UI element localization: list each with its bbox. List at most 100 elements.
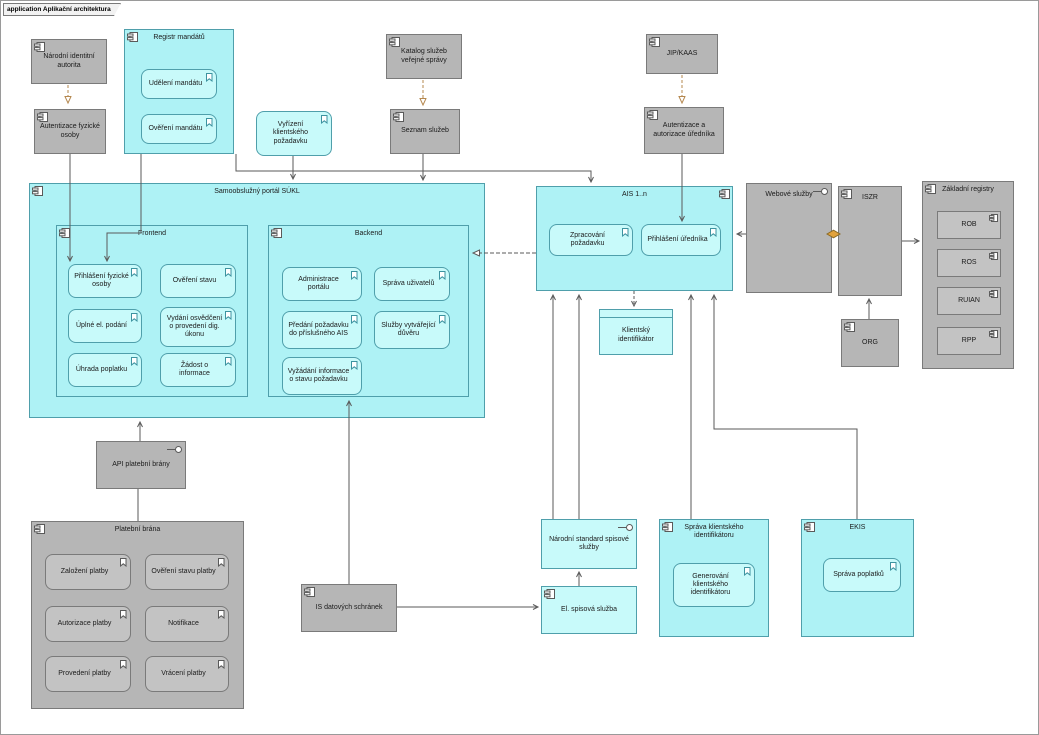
component-icon: [989, 290, 998, 301]
service-udeleni-mandatu[interactable]: Udělení mandátu: [141, 69, 217, 99]
component-iszr[interactable]: ISZR: [838, 186, 902, 296]
service-sprava-poplatku[interactable]: Správa poplatků: [823, 558, 901, 592]
service-uplne-el-podani[interactable]: Úplné el. podání: [68, 309, 142, 343]
node-label: Klientský identifikátor: [618, 327, 654, 343]
node-label: Backend: [354, 230, 383, 237]
node-label: IS datových schránek: [315, 603, 383, 611]
bookmark-icon: [120, 610, 127, 622]
service-administrace-portalu[interactable]: Administrace portálu: [282, 267, 362, 301]
node-label: Ověření stavu: [172, 276, 217, 284]
node-label: AIS 1..n: [622, 191, 647, 198]
component-icon: [989, 252, 998, 263]
node-label: Správa klientského identifikátoru: [684, 524, 744, 540]
bookmark-icon: [321, 115, 328, 127]
component-autentizace-fyzicke-osoby[interactable]: Autentizace fyzické osoby: [34, 109, 106, 154]
component-seznam-sluzeb[interactable]: Seznam služeb: [390, 109, 460, 154]
bookmark-icon: [218, 660, 225, 672]
component-icon: [32, 186, 43, 199]
bookmark-icon: [225, 311, 232, 323]
bookmark-icon: [131, 357, 138, 369]
service-sprava-uzivatelu[interactable]: Správa uživatelů: [374, 267, 450, 301]
service-autorizace-platby[interactable]: Autorizace platby: [45, 606, 131, 642]
component-icon: [649, 37, 660, 50]
node-label: Správa poplatků: [833, 570, 884, 578]
component-narodni-identitni-autorita[interactable]: Národní identitní autorita: [31, 39, 107, 84]
interface-icon: [167, 445, 183, 457]
bookmark-icon: [439, 315, 446, 327]
component-is-datovych-schranek[interactable]: IS datových schránek: [301, 584, 397, 632]
component-ros[interactable]: ROS: [937, 249, 1001, 277]
service-zadost-o-informace[interactable]: Žádost o informace: [160, 353, 236, 387]
node-label: Notifikace: [168, 619, 199, 627]
component-icon: [662, 522, 673, 535]
component-ruian[interactable]: RUIAN: [937, 287, 1001, 315]
service-overeni-stavu[interactable]: Ověření stavu: [160, 264, 236, 298]
diagram-title-tab: application Aplikační architektura: [3, 3, 121, 16]
component-icon: [34, 42, 45, 55]
bookmark-icon: [206, 73, 213, 85]
node-label: Žádost o informace: [179, 361, 210, 377]
bookmark-icon: [351, 271, 358, 283]
bookmark-icon: [225, 268, 232, 280]
component-icon: [34, 524, 45, 537]
service-overeni-stavu-platby[interactable]: Ověření stavu platby: [145, 554, 229, 590]
service-vyzadani-informace[interactable]: Vyžádání informace o stavu požadavku: [282, 357, 362, 395]
component-katalog-sluzeb[interactable]: Katalog služeb veřejné správy: [386, 34, 462, 79]
bookmark-icon: [120, 660, 127, 672]
service-zpracovani-pozadavku[interactable]: Zpracování požadavku: [549, 224, 633, 256]
component-icon: [271, 228, 282, 241]
service-prihlaseni-fyzicke-osoby[interactable]: Přihlášení fyzické osoby: [68, 264, 142, 298]
component-autentizace-a-autorizace-urednika[interactable]: Autentizace a autorizace úředníka: [644, 107, 724, 154]
service-notifikace[interactable]: Notifikace: [145, 606, 229, 642]
node-label: Vydání osvědčení o provedení dig. úkonu: [166, 314, 223, 339]
dataobject-klientsky-identifikator[interactable]: Klientský identifikátor: [599, 309, 673, 355]
service-vraceni-platby[interactable]: Vrácení platby: [145, 656, 229, 692]
bookmark-icon: [218, 610, 225, 622]
bookmark-icon: [710, 228, 717, 240]
interface-api-platebni-brany[interactable]: API platební brány: [96, 441, 186, 489]
service-zalozeni-platby[interactable]: Založení platby: [45, 554, 131, 590]
component-icon: [544, 589, 555, 602]
component-jip-kaas[interactable]: JIP/KAAS: [646, 34, 718, 74]
node-label: ISZR: [862, 194, 878, 201]
node-label: Přihlášení úředníka: [647, 235, 708, 243]
component-rob[interactable]: ROB: [937, 211, 1001, 239]
service-sluzby-vytvarejici-duveru[interactable]: Služby vytvářející důvěru: [374, 311, 450, 349]
node-label: Služby vytvářející důvěru: [381, 321, 436, 337]
bookmark-icon: [890, 562, 897, 574]
node-label: Vyžádání informace o stavu požadavku: [287, 367, 350, 383]
service-prihlaseni-urednika[interactable]: Přihlášení úředníka: [641, 224, 721, 256]
service-provedeni-platby[interactable]: Provedení platby: [45, 656, 131, 692]
component-org[interactable]: ORG: [841, 319, 899, 367]
node-label: Vrácení platby: [161, 669, 206, 677]
node-label: Ověření mandátu: [148, 124, 203, 132]
component-icon: [925, 184, 936, 197]
interface-narodni-standard-spisove-sluzby[interactable]: Národní standard spisové služby: [541, 519, 637, 569]
bookmark-icon: [120, 558, 127, 570]
service-overeni-mandatu[interactable]: Ověření mandátu: [141, 114, 217, 144]
component-el-spisova-sluzba[interactable]: El. spisová služba: [541, 586, 637, 634]
node-label: Předání požadavku do příslušného AIS: [288, 321, 349, 337]
component-icon: [844, 322, 855, 335]
node-label: El. spisová služba: [560, 605, 618, 613]
node-label: Založení platby: [60, 567, 109, 575]
bookmark-icon: [744, 567, 751, 579]
service-generovani-klientskeho-identifikatoru[interactable]: Generování klientského identifikátoru: [673, 563, 755, 607]
node-label: Přihlášení fyzické osoby: [74, 272, 129, 288]
node-label: Národní identitní autorita: [43, 53, 95, 69]
component-icon: [841, 189, 852, 202]
bookmark-icon: [225, 357, 232, 369]
service-vydani-osvedceni[interactable]: Vydání osvědčení o provedení dig. úkonu: [160, 307, 236, 347]
component-rpp[interactable]: RPP: [937, 327, 1001, 355]
interface-icon: [618, 523, 634, 535]
bookmark-icon: [351, 361, 358, 373]
dataobject-band: [600, 317, 672, 318]
interface-webove-sluzby[interactable]: Webové služby: [746, 183, 832, 293]
service-predani-pozadavku[interactable]: Předání požadavku do příslušného AIS: [282, 311, 362, 349]
component-icon: [393, 112, 404, 125]
service-vyrizeni-klientskeho-pozadavku[interactable]: Vyřízení klientského požadavku: [256, 111, 332, 156]
node-label: Ověření stavu platby: [151, 567, 216, 575]
service-uhrada-poplatku[interactable]: Úhrada poplatku: [68, 353, 142, 387]
node-label: ROS: [961, 258, 977, 266]
bookmark-icon: [131, 313, 138, 325]
